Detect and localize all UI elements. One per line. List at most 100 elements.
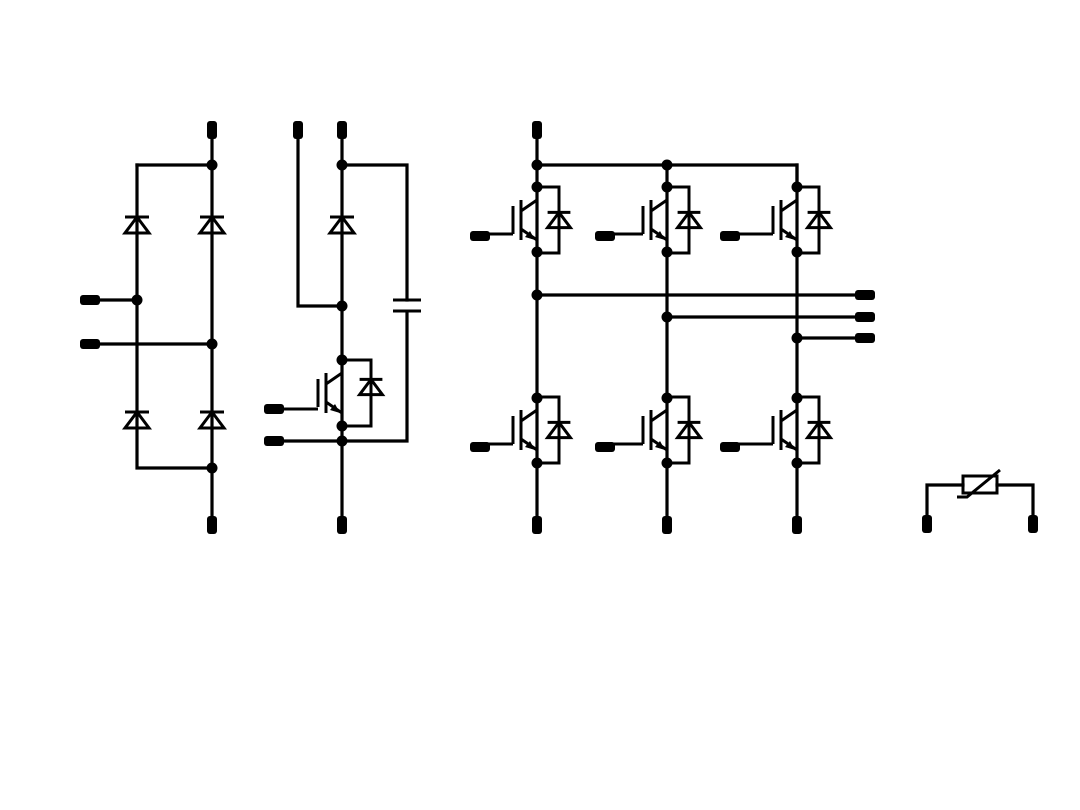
- freewheel-loop: [537, 395, 561, 465]
- freewheel-loop: [537, 185, 561, 255]
- junction-dot-icon: [206, 338, 218, 350]
- junction-dot-icon: [206, 159, 218, 171]
- junction-dot-icon: [661, 311, 673, 323]
- freewheel-loop: [667, 395, 691, 465]
- diode-icon: [197, 409, 227, 430]
- igbt-icon: [274, 358, 373, 428]
- diode-triangle: [804, 209, 834, 230]
- junction-dot-icon: [131, 294, 143, 306]
- terminal-pins: [80, 121, 1038, 534]
- diode-triangle: [804, 419, 834, 440]
- rectifier-left-leg: [135, 163, 214, 470]
- terminal-pin-icon: [595, 442, 615, 452]
- diode-triangle: [544, 209, 574, 230]
- wires: [88, 128, 1035, 527]
- igbt-arrow: [330, 404, 340, 413]
- terminal-pin-icon: [532, 121, 542, 139]
- diode-triangle: [674, 209, 704, 230]
- junction-dot-icon: [661, 457, 673, 469]
- diode-icon: [122, 214, 152, 235]
- diode-triangle: [122, 214, 152, 235]
- thermistor-body: [961, 474, 999, 495]
- junction-dot-icon: [791, 392, 803, 404]
- terminal-pin-icon: [337, 516, 347, 534]
- terminal-pin-icon: [662, 516, 672, 534]
- igbt-icon: [480, 395, 574, 465]
- diode-icon: [674, 209, 704, 230]
- capacitor-top-lead: [340, 163, 409, 302]
- terminal-pin-icon: [855, 333, 875, 343]
- junction-dot-icon: [531, 246, 543, 258]
- terminal-pin-icon: [720, 231, 740, 241]
- junction-dot-icon: [791, 246, 803, 258]
- chopper-brake-output: [296, 128, 344, 308]
- terminal-pin-icon: [855, 312, 875, 322]
- diode-icon: [804, 209, 834, 230]
- igbt-arrow: [785, 441, 795, 450]
- terminal-pin-icon: [264, 436, 284, 446]
- diode-icon: [356, 376, 386, 397]
- junction-dot-icon: [531, 392, 543, 404]
- terminal-pin-icon: [1028, 515, 1038, 533]
- terminal-pin-icon: [207, 121, 217, 139]
- thermistor-icon: [957, 468, 1001, 499]
- terminal-pin-icon: [207, 516, 217, 534]
- terminal-pin-icon: [792, 516, 802, 534]
- terminal-pin-icon: [80, 295, 100, 305]
- igbt-icon: [730, 185, 834, 255]
- junction-dot-icon: [336, 354, 348, 366]
- junction-dot-icon: [791, 457, 803, 469]
- igbt-icon: [480, 185, 574, 255]
- junction-dot-icon: [531, 181, 543, 193]
- junction-dot-icon: [336, 159, 348, 171]
- terminal-pin-icon: [337, 121, 347, 139]
- diode-triangle: [122, 409, 152, 430]
- diode-triangle: [544, 419, 574, 440]
- diode-icon: [804, 419, 834, 440]
- junction-dot-icon: [791, 332, 803, 344]
- junction-dot-icon: [661, 181, 673, 193]
- junction-dot-icon: [336, 420, 348, 432]
- junction-dot-icon: [661, 159, 673, 171]
- terminal-pin-icon: [293, 121, 303, 139]
- diode-icon: [544, 209, 574, 230]
- igbt-icon: [605, 395, 704, 465]
- igbt-arrow: [525, 231, 535, 240]
- diode-icon: [544, 419, 574, 440]
- diode-triangle: [197, 409, 227, 430]
- diode-icon: [122, 409, 152, 430]
- capacitor-bottom-lead: [272, 311, 409, 443]
- freewheel-loop: [797, 185, 821, 255]
- terminal-pin-icon: [855, 290, 875, 300]
- terminal-pin-icon: [470, 231, 490, 241]
- diode-triangle: [674, 419, 704, 440]
- junction-dot-icon: [531, 289, 543, 301]
- junction-dot-icon: [661, 392, 673, 404]
- terminal-pin-icon: [470, 442, 490, 452]
- diode-triangle: [327, 214, 357, 235]
- diode-icon: [674, 419, 704, 440]
- freewheel-loop: [342, 358, 373, 428]
- terminal-pin-icon: [720, 442, 740, 452]
- terminal-pin-icon: [532, 516, 542, 534]
- igbt-arrow: [785, 231, 795, 240]
- freewheel-loop: [797, 395, 821, 465]
- terminal-pin-icon: [922, 515, 932, 533]
- diode-triangle: [197, 214, 227, 235]
- junction-dot-icon: [531, 457, 543, 469]
- igbt-icon: [605, 185, 704, 255]
- terminal-pin-icon: [80, 339, 100, 349]
- junction-dot-icon: [206, 462, 218, 474]
- diode-icon: [197, 214, 227, 235]
- terminal-pin-icon: [595, 231, 615, 241]
- thermistor-lead-right: [995, 483, 1035, 527]
- diode-triangle: [356, 376, 386, 397]
- junction-dot-icon: [531, 159, 543, 171]
- igbt-arrow: [655, 441, 665, 450]
- diode-icon: [327, 214, 357, 235]
- junction-dot-icon: [791, 181, 803, 193]
- igbt-arrow: [525, 441, 535, 450]
- junction-dot-icon: [336, 435, 348, 447]
- thermistor-lead-left: [925, 483, 965, 527]
